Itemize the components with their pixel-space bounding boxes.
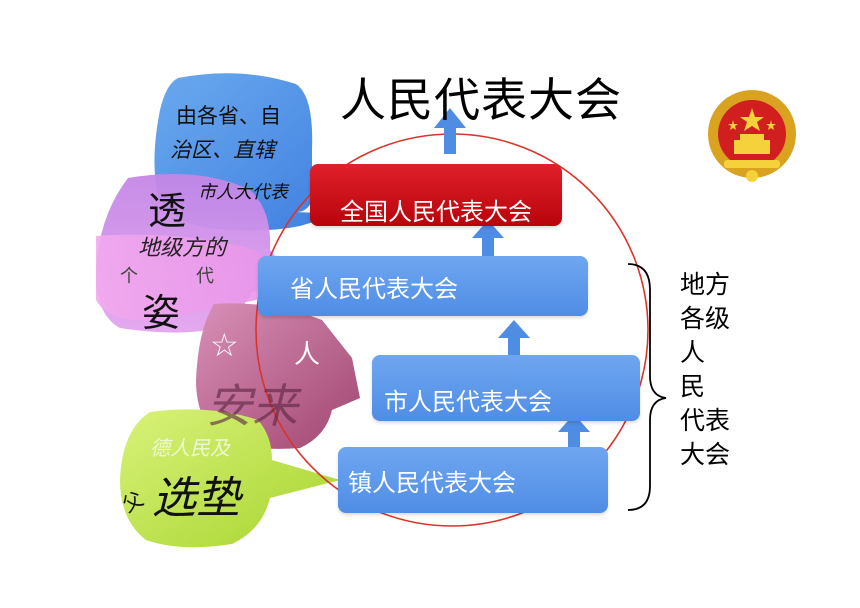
right-brace [627,263,667,511]
town-congress-box: 镇人民代表大会 [338,447,608,513]
purple-bubble-small1: 个 [120,266,138,287]
national-emblem-icon [708,90,796,182]
side-label-line: 民 [680,372,706,401]
maroon-bubble-char: 人 [294,340,321,370]
local-congress-label: 地方 各级 人 民 代表 大会 [680,268,750,472]
up-arrow-national [472,220,504,256]
province-congress-box: 省人民代表大会 [258,256,588,316]
green-bubble-faint: 德人民及 [150,436,230,460]
city-congress-label: 市人民代表大会 [384,387,552,416]
purple-bubble-small2: 代 [196,266,214,287]
page-title: 人民代表大会 [340,73,622,127]
purple-bubble-big1: 透 [148,189,187,233]
national-congress-box: 全国人民代表大会 [310,164,562,226]
maroon-bubble-big: 安来 [206,379,298,433]
province-congress-label: 省人民代表大会 [290,274,458,303]
national-congress-label: 全国人民代表大会 [340,197,532,226]
blue-bubble-line3: 市人大代表 [198,182,288,203]
star-icon: ☆ [210,326,239,364]
up-arrow-city [558,414,590,448]
town-congress-label: 镇人民代表大会 [348,468,516,497]
side-label-line: 各级 [680,304,731,333]
blue-bubble-line2: 治区、直辖 [170,138,275,162]
up-arrow-title [434,108,466,154]
up-arrow-province [498,320,530,356]
side-label-line: 代表 [680,406,731,435]
purple-bubble-line1: 地级方的 [138,236,227,261]
green-bubble-big: 选垫 [152,473,240,524]
side-label-line: 地方 [680,270,731,299]
blue-bubble-line1: 由各省、自 [176,104,281,128]
side-label-line: 大会 [680,440,731,469]
maroon-callout-bubble [196,303,360,449]
side-label-line: 人 [680,338,706,367]
purple-bubble-big2: 姿 [142,291,181,335]
city-congress-box: 市人民代表大会 [372,355,640,421]
pink-callout-bubble [96,234,298,321]
green-callout-bubble [120,409,340,548]
